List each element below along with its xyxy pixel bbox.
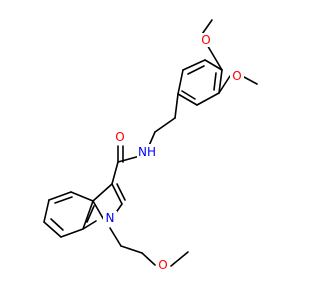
bond bbox=[109, 227, 122, 247]
bond bbox=[70, 191, 94, 202]
bond bbox=[111, 183, 123, 205]
molecule-canvas: O O O NH N O bbox=[43, 19, 258, 272]
bond bbox=[116, 183, 126, 201]
bond bbox=[43, 221, 62, 238]
bond bbox=[187, 65, 205, 75]
atom-o-carbonyl: O bbox=[115, 130, 124, 144]
bond bbox=[213, 72, 217, 91]
bond bbox=[92, 183, 113, 202]
bond bbox=[92, 200, 105, 221]
bond bbox=[204, 59, 223, 71]
bond bbox=[86, 205, 95, 223]
atom-label-o-methoxy-right: O bbox=[230, 69, 244, 83]
atom-label-o-methoxy-top: O bbox=[199, 33, 213, 47]
bond bbox=[111, 161, 119, 185]
bond bbox=[170, 251, 189, 267]
bond bbox=[243, 76, 258, 85]
bond bbox=[181, 90, 196, 100]
bond bbox=[50, 218, 64, 231]
bond bbox=[43, 199, 50, 223]
atom-label-o-ether: O bbox=[156, 258, 170, 272]
atom-label-n-indole: N bbox=[103, 211, 117, 225]
bond bbox=[141, 252, 156, 266]
bond bbox=[117, 155, 141, 163]
bond bbox=[82, 200, 94, 230]
molecule-structure: O O O NH N O bbox=[43, 19, 258, 272]
atom-label-o-carbonyl: O bbox=[113, 130, 127, 144]
bond bbox=[218, 69, 223, 94]
dimethoxyphenyl-ring bbox=[177, 59, 223, 106]
atom-nh-amide: NH bbox=[138, 145, 156, 159]
bond bbox=[82, 220, 97, 230]
bond bbox=[48, 191, 72, 201]
bond bbox=[218, 75, 231, 94]
bond bbox=[120, 245, 143, 254]
atom-label-nh-amide: NH bbox=[137, 144, 157, 160]
bond bbox=[154, 117, 176, 133]
bond bbox=[182, 59, 206, 71]
bond bbox=[205, 42, 223, 71]
atom-o-ether: O bbox=[158, 258, 167, 272]
atom-n-indole: N bbox=[106, 211, 115, 225]
atom-o-methoxy-top: O bbox=[201, 33, 210, 47]
atom-o-methoxy-right: O bbox=[232, 69, 241, 83]
bond bbox=[177, 93, 198, 106]
bond bbox=[54, 196, 73, 204]
bond bbox=[177, 69, 184, 95]
bond bbox=[174, 93, 179, 119]
indole-ring bbox=[43, 161, 126, 238]
bond bbox=[60, 228, 84, 238]
bond bbox=[196, 92, 220, 106]
